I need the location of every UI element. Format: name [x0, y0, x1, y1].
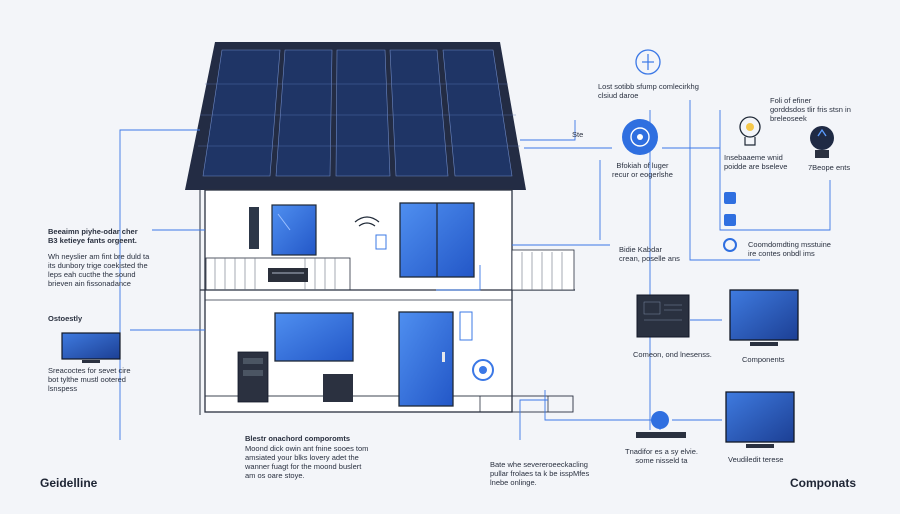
battery-cabinet	[237, 351, 269, 403]
bottom-right-monitor-label: Veudiledit terese	[728, 455, 784, 464]
wifi-caption: Bidie Kabdar crean, poselle ans	[619, 245, 680, 263]
device-caption: 7Beope ents	[808, 163, 851, 172]
roof	[185, 42, 526, 190]
app-icon-2	[724, 214, 736, 226]
bottom-left-body: Moond dick owin ant fnine sooes tom amsi…	[245, 444, 369, 480]
thermostat	[472, 359, 494, 381]
solar-panel-array	[202, 49, 513, 177]
left-body: Wh neyslier am fint bre duld ta its dunb…	[48, 252, 150, 288]
front-door	[398, 311, 454, 407]
storage-unit	[323, 374, 353, 402]
left-small-body: Sreacoctes for sevet cire bot tylthe mus…	[48, 366, 131, 393]
light-bulb-icon	[739, 116, 761, 146]
app-icon-1	[724, 192, 736, 204]
hub-caption: Bfokiah of luger recur or eogerlshe	[612, 161, 673, 179]
top-center-label: Lost sotibb sfump comlecirkhg clsiud dar…	[598, 82, 699, 100]
brand-left: Geidelline	[40, 476, 98, 490]
component-1-label: Comeon, ond lnesenss.	[633, 350, 712, 359]
left-heading: Beeaimn piyhe-odar cher B3 ketieye fants…	[48, 227, 138, 245]
wall-charger	[459, 311, 473, 341]
component-2-label: Components	[742, 355, 785, 364]
brand-right: Componats	[790, 476, 856, 490]
gear-icon	[723, 238, 737, 252]
control-panel-monitor	[636, 294, 690, 338]
sun-sensor-icon	[635, 49, 661, 75]
left-laptop-icon	[61, 332, 121, 363]
speaker-hub-icon	[636, 411, 686, 438]
right-mid-label: Coomdomdting msstuine ire contes onbdl i…	[748, 240, 831, 258]
smart-plug	[375, 234, 387, 250]
tv-monitor-top	[729, 289, 799, 346]
bulb-caption: Insebaaeme wnid poidde are bseleve	[724, 153, 788, 171]
bottom-center-label: Bate whe severeroeeckacling pullar frola…	[490, 460, 590, 487]
window-upper-right	[399, 202, 475, 278]
tv-monitor-bottom	[725, 391, 795, 448]
smart-bulb-icon	[810, 126, 834, 158]
bottom-right-caption: Tnadifor es a sy elvie. some nisseld ta	[625, 447, 698, 465]
wifi-icon	[354, 216, 380, 227]
inverter-box	[268, 268, 308, 282]
window-lower-left	[274, 312, 354, 362]
bottom-left-heading: Blestr onachord comporomts	[245, 434, 351, 443]
energy-hub-icon	[622, 119, 658, 155]
top-right-label: Foli of efiner gorddsdos tlir fris stsn …	[770, 96, 851, 123]
center-top-label: Ste	[572, 130, 584, 139]
left-small-heading: Ostoestly	[48, 314, 83, 323]
wall-panel	[249, 207, 259, 249]
window-upper-left	[271, 204, 317, 256]
